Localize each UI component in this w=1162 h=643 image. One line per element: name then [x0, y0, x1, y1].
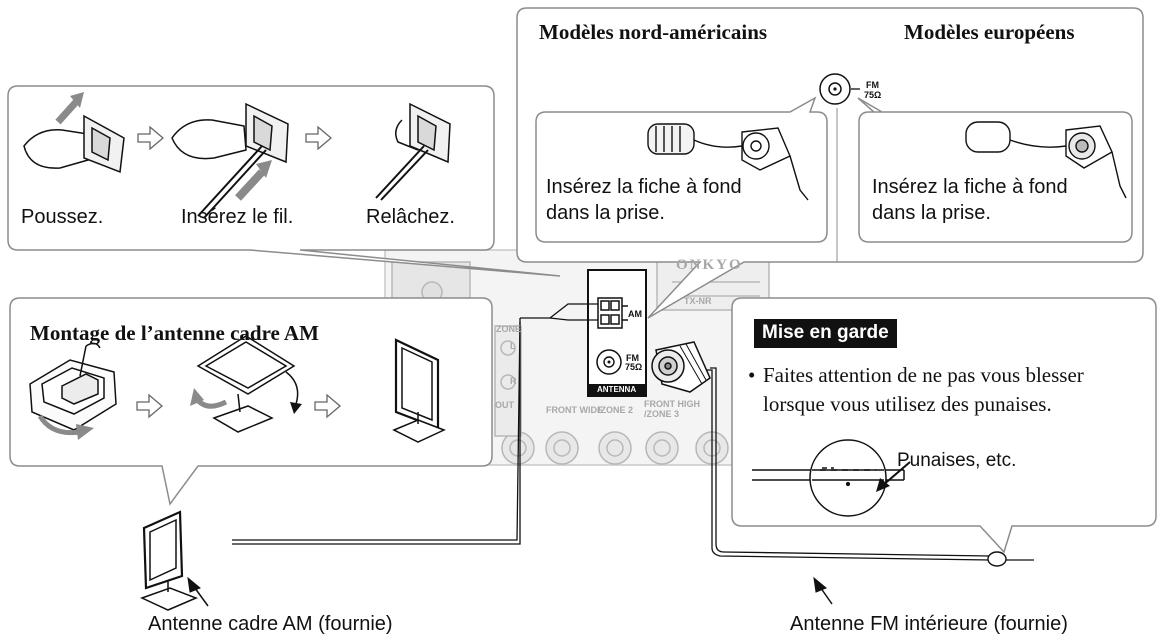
fm-jack-label: FM — [866, 80, 879, 90]
fm-jack-ohm-label: 75Ω — [864, 90, 882, 100]
unfold-curve-arrow — [285, 371, 299, 405]
antenna-cables — [232, 303, 1034, 561]
receiver-brand: ONKYO — [676, 257, 743, 273]
right-channel-label: R — [510, 376, 517, 386]
north-america-plug-box — [535, 96, 828, 243]
assembled-antenna-illustration — [392, 338, 446, 443]
tack-label: Punaises, etc. — [897, 450, 1017, 471]
fm-terminal-jack — [596, 349, 622, 375]
fm-cable-connector — [987, 551, 1007, 567]
insert-motion-arrow — [235, 169, 265, 201]
am-push-terminals — [597, 297, 628, 329]
fm-models-panel — [516, 7, 1144, 319]
push-lever-illustration — [23, 114, 125, 174]
am-assembly-title: Montage de l’antenne cadre AM — [30, 321, 319, 345]
na-instruction-line2: dans la prise. — [546, 202, 665, 224]
antenna-label: ANTENNA — [597, 385, 637, 394]
zone-label: ZONE — [496, 324, 522, 334]
step-arrow-icon — [314, 393, 342, 419]
eu-instruction-line1: Insérez la fiche à fond — [872, 176, 1068, 198]
fm-terminal-label: FM — [626, 353, 639, 363]
rotate-motion-arrow — [37, 414, 81, 436]
push-motion-arrow — [55, 99, 79, 125]
europe-plug-box — [857, 97, 1133, 243]
north-america-title: Modèles nord-américains — [539, 20, 768, 44]
caution-panel — [731, 297, 1157, 554]
tack-pointer-head — [876, 478, 890, 492]
caution-text-line1: Faites attention de ne pas vous blesser — [763, 363, 1084, 387]
unfold-arrowhead — [190, 388, 204, 406]
zone2-label: /ZONE 2 — [598, 405, 634, 415]
na-instruction-line1: Insérez la fiche à fond — [546, 176, 742, 198]
curve-arrowhead — [290, 402, 302, 414]
tack-pointer — [881, 461, 911, 487]
step-arrow-icon — [137, 125, 165, 151]
left-channel-label: L — [510, 341, 516, 351]
front-wide-label: FRONT WIDE — [546, 405, 603, 415]
am-assembly-panel — [9, 297, 493, 506]
released-lever-illustration — [375, 102, 451, 201]
fm-jack-icon — [819, 73, 860, 105]
wiring-steps-panel — [7, 85, 561, 277]
push-arrowhead — [70, 92, 84, 108]
zone3-label: /ZONE 3 — [644, 409, 680, 419]
antenna-terminal-block — [587, 269, 647, 397]
europe-title: Modèles européens — [904, 20, 1075, 44]
front-high-label: FRONT HIGH — [644, 399, 700, 409]
caution-badge: Mise en garde — [754, 319, 897, 348]
caution-text-line2: lorsque vous utilisez des punaises. — [763, 392, 1052, 416]
step-arrow-icon — [136, 393, 164, 419]
callout-arrows — [187, 576, 833, 607]
folded-antenna-illustration — [29, 342, 117, 431]
eu-instruction-line2: dans la prise. — [872, 202, 991, 224]
step-arrow-icon — [305, 125, 333, 151]
tack-illustration — [752, 439, 905, 517]
unfolding-antenna-illustration — [196, 335, 296, 433]
out-label: OUT — [495, 400, 514, 410]
insert-wire-illustration — [171, 102, 289, 219]
fm-antenna-callout: Antenne FM intérieure (fournie) — [790, 613, 1068, 635]
rotate-arrowhead — [76, 424, 94, 440]
fm-terminal-ohm: 75Ω — [625, 362, 643, 372]
step-insert-label: Insérez le fil. — [181, 206, 294, 228]
am-antenna-callout: Antenne cadre AM (fournie) — [148, 613, 393, 635]
step-push-label: Poussez. — [21, 206, 104, 228]
fm-plug-connected — [651, 341, 711, 393]
am-terminal-label: AM — [628, 309, 642, 319]
insert-arrowhead — [256, 160, 272, 178]
caution-bullet: • — [748, 363, 756, 387]
am-loop-antenna — [140, 510, 198, 611]
step-release-label: Relâchez. — [366, 206, 455, 228]
receiver-model: TX-NR — [684, 296, 712, 306]
